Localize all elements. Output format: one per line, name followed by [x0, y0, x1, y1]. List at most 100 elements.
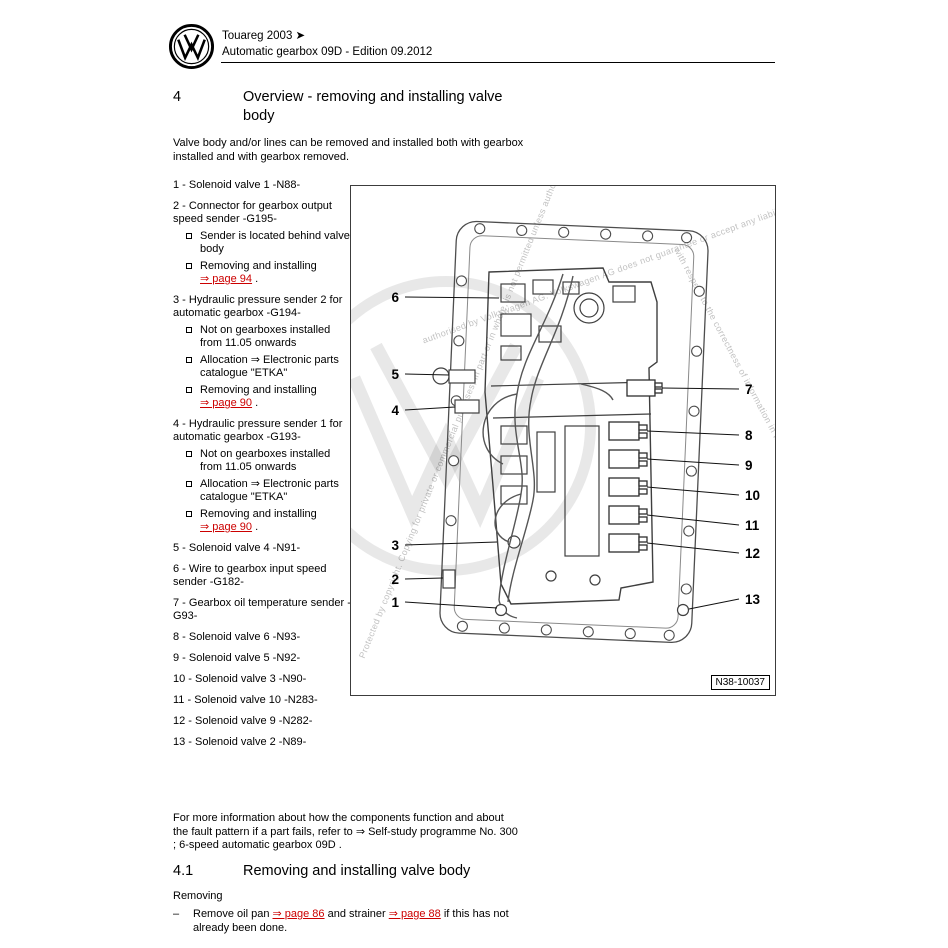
part-sub-item: Not on gearboxes installed from 11.05 on…: [173, 448, 351, 474]
page-link[interactable]: ⇒ page 88: [388, 908, 441, 920]
callout-number: 6: [391, 290, 399, 305]
callout-lines: [404, 296, 740, 610]
info-paragraph: For more information about how the compo…: [173, 812, 518, 851]
part-sub-item: Removing and installing ⇒ page 90 .: [173, 508, 351, 534]
header-edition: Automatic gearbox 09D - Edition 09.2012: [222, 46, 433, 58]
step-dash: –: [173, 908, 180, 920]
part-item: 4 - Hydraulic pressure sender 1 for auto…: [173, 418, 351, 534]
part-item: 6 - Wire to gearbox input speed sender -…: [173, 563, 351, 589]
part-item: 1 - Solenoid valve 1 -N88-: [173, 179, 351, 192]
part-item: 3 - Hydraulic pressure sender 2 for auto…: [173, 294, 351, 410]
part-label: 13 - Solenoid valve 2 -N89-: [173, 736, 307, 748]
section-title: Overview - removing and installing valve…: [243, 89, 503, 124]
callout-number: 8: [745, 428, 753, 443]
text-segment: Allocation ⇒ Electronic parts catalogue …: [200, 478, 339, 503]
part-item: 13 - Solenoid valve 2 -N89-: [173, 736, 351, 749]
removing-label: Removing: [173, 890, 223, 902]
callout-number: 4: [391, 403, 399, 418]
part-sub-item: Sender is located behind valve body: [173, 230, 351, 256]
sub-item-text: Removing and installing ⇒ page 94 .: [200, 260, 351, 286]
square-bullet-icon: [186, 233, 192, 239]
part-label: 4 - Hydraulic pressure sender 1 for auto…: [173, 418, 343, 443]
part-label: 3 - Hydraulic pressure sender 2 for auto…: [173, 294, 343, 319]
vw-logo-icon: [168, 23, 215, 70]
callout-number: 12: [745, 546, 760, 561]
part-item: 5 - Solenoid valve 4 -N91-: [173, 542, 351, 555]
part-item: 9 - Solenoid valve 5 -N92-: [173, 652, 351, 665]
sub-item-text: Not on gearboxes installed from 11.05 on…: [200, 324, 351, 350]
text-segment: Not on gearboxes installed from 11.05 on…: [200, 448, 331, 473]
square-bullet-icon: [186, 357, 192, 363]
square-bullet-icon: [186, 511, 192, 517]
text-segment: Sender is located behind valve body: [200, 230, 350, 255]
callout-number: 3: [391, 538, 399, 553]
text-segment: Remove oil pan: [193, 908, 273, 920]
pan-outline: [439, 220, 709, 644]
part-sub-item: Removing and installing ⇒ page 94 .: [173, 260, 351, 286]
page-link[interactable]: ⇒ page 86: [272, 908, 325, 920]
text-segment: Allocation ⇒ Electronic parts catalogue …: [200, 354, 339, 379]
intro-paragraph: Valve body and/or lines can be removed a…: [173, 137, 524, 163]
step-text: Remove oil pan ⇒ page 86 and strainer ⇒ …: [193, 908, 528, 935]
wiring-harness: [482, 273, 614, 619]
part-sub-item: Not on gearboxes installed from 11.05 on…: [173, 324, 351, 350]
parts-list: 1 - Solenoid valve 1 -N88- 2 - Connector …: [173, 179, 351, 757]
part-sub-item: Removing and installing ⇒ page 90 .: [173, 384, 351, 410]
square-bullet-icon: [186, 481, 192, 487]
part-label: 2 - Connector for gearbox output speed s…: [173, 200, 332, 225]
text-segment: Removing and installing: [200, 384, 317, 396]
diagram-panel: Protected by copyright. Copying for priv…: [350, 185, 776, 696]
part-label: 10 - Solenoid valve 3 -N90-: [173, 673, 307, 685]
sub-item-text: Allocation ⇒ Electronic parts catalogue …: [200, 478, 351, 504]
part-item: 11 - Solenoid valve 10 -N283-: [173, 694, 351, 707]
callout-number: 13: [745, 592, 761, 607]
sub-item-text: Removing and installing ⇒ page 90 .: [200, 384, 351, 410]
part-item: 7 - Gearbox oil temperature sender -G93-: [173, 597, 351, 623]
page-link[interactable]: ⇒ page 90: [200, 521, 253, 533]
part-item: 10 - Solenoid valve 3 -N90-: [173, 673, 351, 686]
part-sub-item: Allocation ⇒ Electronic parts catalogue …: [173, 478, 351, 504]
page-link[interactable]: ⇒ page 90: [200, 397, 253, 409]
valve-body-drawing: 6 5 4 3 2 1 7 8 9 10 11 12 13: [391, 220, 761, 644]
callout-number: 7: [745, 382, 753, 397]
diagram-ref-label: N38-10037: [710, 675, 770, 690]
solenoid-connectors: [608, 379, 663, 553]
header-text: Touareg 2003 ➤ Automatic gearbox 09D - E…: [222, 28, 432, 60]
part-label: 6 - Wire to gearbox input speed sender -…: [173, 563, 327, 588]
part-sub-item: Allocation ⇒ Electronic parts catalogue …: [173, 354, 351, 380]
square-bullet-icon: [186, 263, 192, 269]
header-rule: [221, 62, 775, 63]
part-label: 5 - Solenoid valve 4 -N91-: [173, 542, 301, 554]
text-segment: Removing and installing: [200, 260, 317, 272]
page-link[interactable]: ⇒ page 94: [200, 273, 253, 285]
text-segment: Removing and installing: [200, 508, 317, 520]
callout-number: 1: [391, 595, 399, 610]
bolt-holes: [442, 223, 705, 641]
callout-number: 10: [745, 488, 760, 503]
text-segment: and strainer: [324, 908, 389, 920]
sub-item-text: Not on gearboxes installed from 11.05 on…: [200, 448, 351, 474]
callout-number: 9: [745, 458, 753, 473]
part-item: 8 - Solenoid valve 6 -N93-: [173, 631, 351, 644]
callout-number: 5: [391, 367, 399, 382]
section-title: Removing and installing valve body: [243, 863, 471, 879]
text-segment: .: [252, 273, 259, 285]
square-bullet-icon: [186, 451, 192, 457]
callout-number: 11: [745, 518, 760, 533]
callout-numbers: 6 5 4 3 2 1 7 8 9 10 11 12 13: [391, 290, 760, 610]
part-label: 8 - Solenoid valve 6 -N93-: [173, 631, 301, 643]
part-label: 7 - Gearbox oil temperature sender -G93-: [173, 597, 351, 622]
text-segment: if this has not already been done.: [193, 908, 509, 934]
part-item: 2 - Connector for gearbox output speed s…: [173, 200, 351, 286]
text-segment: .: [252, 397, 259, 409]
callout-number: 2: [391, 572, 399, 587]
header-model: Touareg 2003 ➤: [222, 30, 306, 42]
sub-item-text: Removing and installing ⇒ page 90 .: [200, 508, 351, 534]
sub-item-text: Sender is located behind valve body: [200, 230, 351, 256]
part-label: 9 - Solenoid valve 5 -N92-: [173, 652, 301, 664]
part-label: 12 - Solenoid valve 9 -N282-: [173, 715, 313, 727]
section-number: 4.1: [173, 863, 194, 879]
pressure-senders: [432, 367, 690, 617]
sub-item-text: Allocation ⇒ Electronic parts catalogue …: [200, 354, 351, 380]
